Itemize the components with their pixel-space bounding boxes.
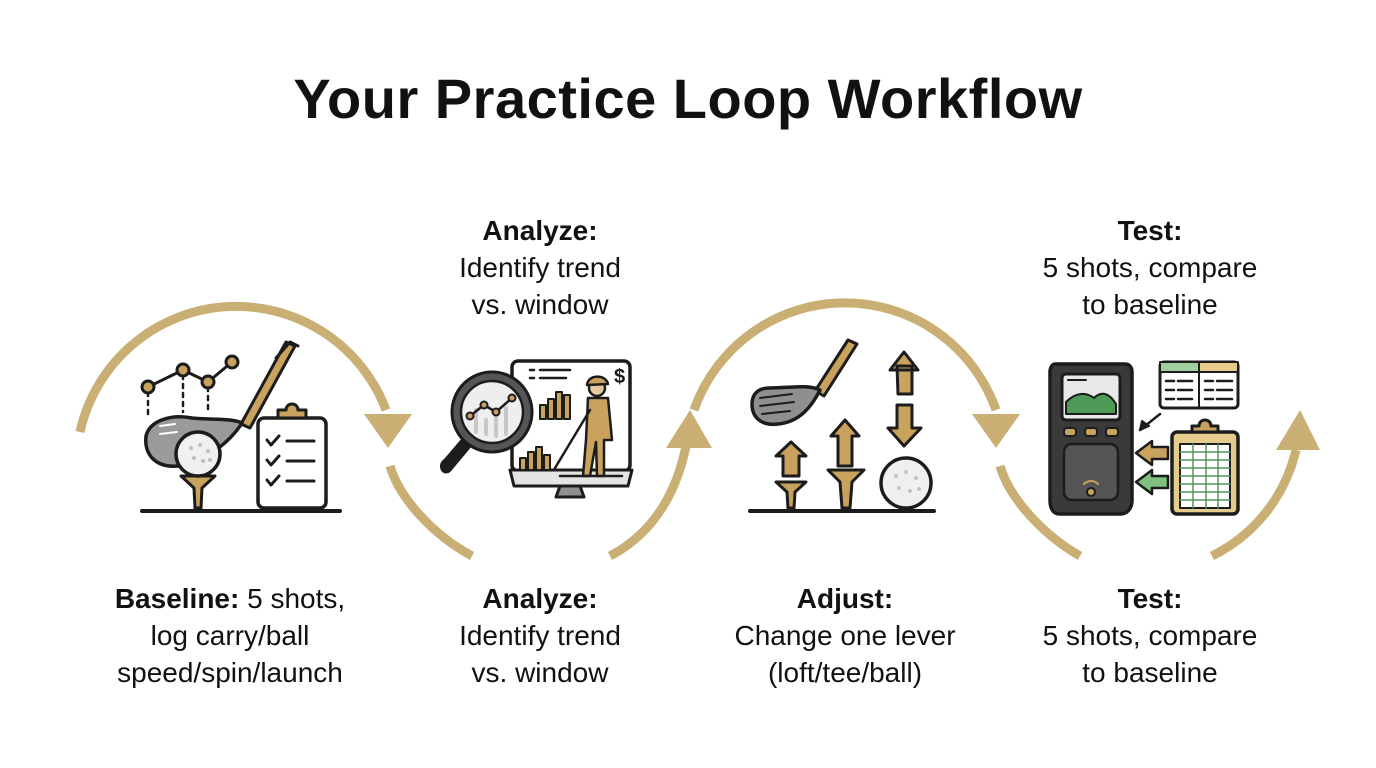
top-label-test-heading: Test:: [1117, 215, 1183, 246]
arc-test-loop: [1209, 448, 1301, 561]
top-label-test-line1: 5 shots, compare: [1042, 252, 1258, 283]
step-caption-analyze: Analyze: Identify trend vs. window: [400, 580, 680, 691]
arc-baseline-to-analyze: [385, 464, 475, 560]
launch-monitor-table-clipboard-icon: [1048, 360, 1240, 516]
step-caption-test: Test: 5 shots, compare to baseline: [1000, 580, 1300, 691]
step-caption-baseline: Baseline: 5 shots, log carry/ball speed/…: [80, 580, 380, 691]
step-analyze-line2: vs. window: [471, 657, 609, 688]
arc-adjust-to-test: [995, 464, 1083, 560]
step-test-line2: to baseline: [1082, 657, 1218, 688]
top-label-analyze-heading: Analyze:: [482, 215, 598, 246]
step-baseline-line1: log carry/ball: [150, 620, 310, 651]
loop-arrows: [75, 298, 1320, 561]
svg-text:$: $: [614, 366, 625, 388]
magnifier-monitor-golfer-icon: $: [440, 359, 634, 499]
step-baseline-heading-line: Baseline: 5 shots,: [80, 580, 380, 617]
step-adjust-heading: Adjust:: [796, 583, 894, 614]
step-test-line1: 5 shots, compare: [1042, 620, 1258, 651]
arrowhead-test-loop: [1276, 410, 1320, 450]
step-analyze-line1: Identify trend: [459, 620, 621, 651]
diagram-title: Your Practice Loop Workflow: [293, 67, 1083, 130]
top-label-analyze-line2: vs. window: [471, 289, 609, 320]
club-ball-tee-clipboard-chart-icon: [140, 340, 342, 513]
step-baseline-heading-suffix: 5 shots,: [239, 583, 346, 614]
top-label-analyze: Analyze: Identify trend vs. window: [400, 212, 680, 323]
data-table: [1158, 360, 1240, 410]
arrowhead-analyze-to-adjust: [666, 410, 712, 448]
step-caption-adjust: Adjust: Change one lever (loft/tee/ball): [700, 580, 990, 691]
arc-adjust-top: [689, 298, 1001, 412]
bar-chart: [519, 391, 571, 471]
golfer-figure: [553, 375, 624, 478]
arrowhead-adjust-top: [972, 414, 1020, 448]
step-test-heading: Test:: [1117, 583, 1183, 614]
top-label-analyze-line1: Identify trend: [459, 252, 621, 283]
magnifier-icon: [440, 370, 534, 474]
step-adjust-line2: (loft/tee/ball): [767, 657, 923, 688]
spreadsheet-clipboard: [1170, 418, 1240, 516]
club-tees-ball-arrows-icon: [748, 338, 936, 513]
top-label-test-line2: to baseline: [1082, 289, 1218, 320]
arrowhead-baseline-top: [364, 414, 412, 448]
step-adjust-line1: Change one lever: [734, 620, 956, 651]
trend-chart: [140, 354, 240, 420]
step-analyze-heading: Analyze:: [482, 583, 598, 614]
arc-baseline-top: [75, 301, 391, 433]
step-baseline-line2: speed/spin/launch: [117, 657, 343, 688]
top-label-test: Test: 5 shots, compare to baseline: [1000, 212, 1300, 323]
arc-analyze-to-adjust: [607, 445, 691, 560]
step-baseline-heading: Baseline:: [114, 583, 240, 614]
checklist-clipboard: [256, 402, 328, 510]
